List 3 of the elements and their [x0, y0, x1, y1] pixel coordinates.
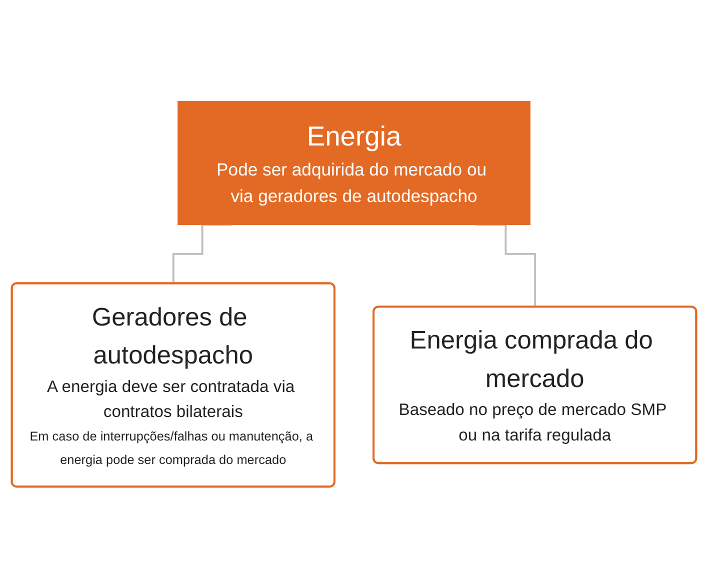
- node-box: Energia Pode ser adquirida do mercado ou via geradores de autodespacho: [177, 100, 530, 225]
- connector: [476, 223, 536, 308]
- connector: [172, 223, 231, 284]
